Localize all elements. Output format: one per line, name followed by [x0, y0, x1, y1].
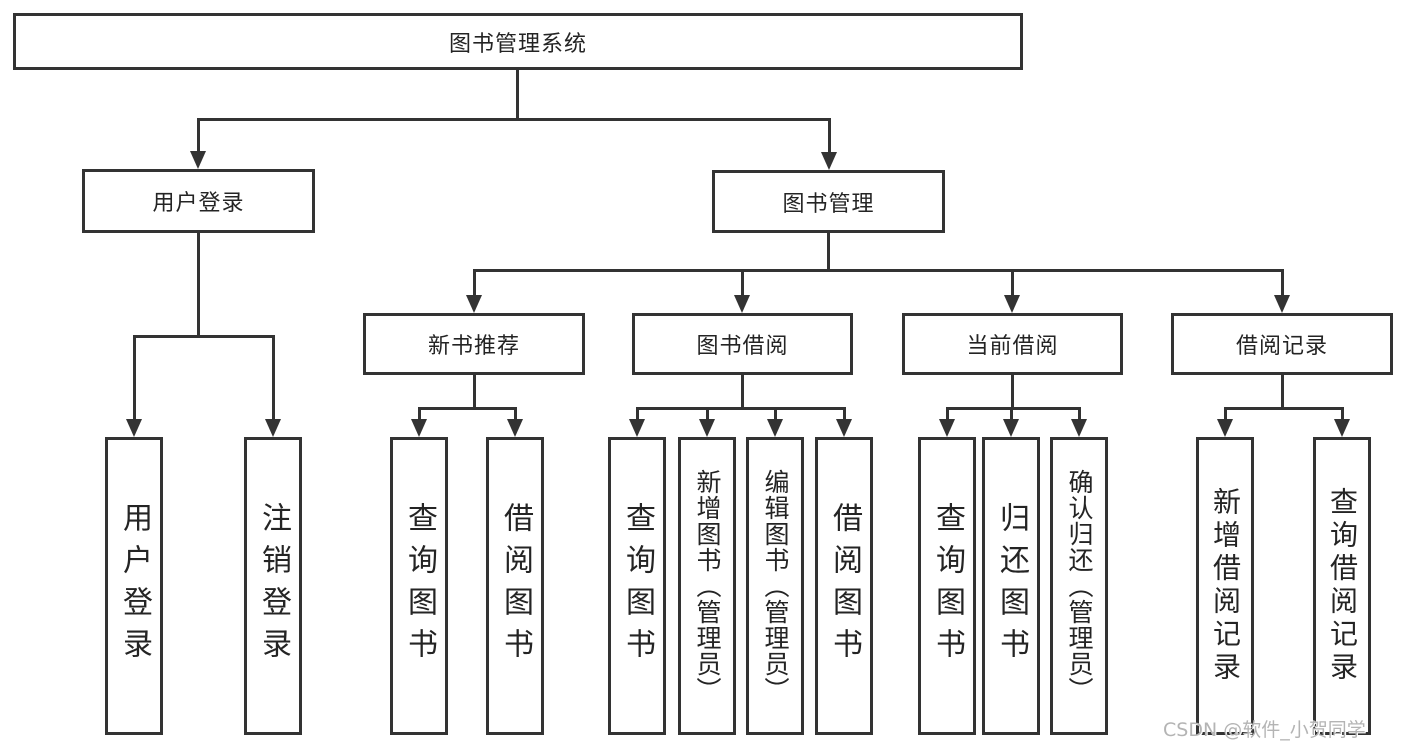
leaf-add-books-admin: 新增图书（管理员） [678, 437, 736, 735]
connector-line [197, 118, 200, 151]
connector-line [514, 407, 517, 419]
leaf-borrow-books: 借阅图书 [815, 437, 873, 735]
leaf-borrow-books-recommend: 借阅图书 [486, 437, 544, 735]
arrow-down-icon [767, 419, 783, 437]
arrow-down-icon [699, 419, 715, 437]
arrow-down-icon [507, 419, 523, 437]
connector-line [1011, 375, 1014, 409]
arrow-down-icon [821, 152, 837, 170]
connector-line [133, 335, 136, 419]
connector-line [473, 269, 476, 295]
node-book-management: 图书管理 [712, 170, 945, 233]
arrow-down-icon [190, 151, 206, 169]
connector-line [774, 407, 777, 419]
leaf-return-books: 归还图书 [982, 437, 1040, 735]
connector-line [946, 407, 1081, 410]
connector-line [197, 118, 831, 121]
connector-line [1078, 407, 1081, 419]
connector-line [133, 335, 275, 338]
leaf-user-login: 用户登录 [105, 437, 163, 735]
node-new-book-recommendation: 新书推荐 [363, 313, 585, 375]
connector-line [516, 70, 519, 118]
arrow-down-icon [1071, 419, 1087, 437]
leaf-query-books-current: 查询图书 [918, 437, 976, 735]
node-library-management-system: 图书管理系统 [13, 13, 1023, 70]
connector-line [473, 375, 476, 409]
arrow-down-icon [126, 419, 142, 437]
connector-line [197, 233, 200, 335]
connector-line [843, 407, 846, 419]
arrow-down-icon [734, 295, 750, 313]
connector-line [1341, 407, 1344, 419]
arrow-down-icon [1217, 419, 1233, 437]
leaf-logout: 注销登录 [244, 437, 302, 735]
leaf-add-borrow-record: 新增借阅记录 [1196, 437, 1254, 735]
leaf-query-borrow-record: 查询借阅记录 [1313, 437, 1371, 735]
connector-line [636, 407, 639, 419]
connector-line [741, 269, 744, 295]
leaf-query-books-recommend: 查询图书 [390, 437, 448, 735]
arrow-down-icon [1334, 419, 1350, 437]
connector-line [741, 375, 744, 409]
arrow-down-icon [265, 419, 281, 437]
connector-line [636, 407, 846, 410]
node-borrowing-records: 借阅记录 [1171, 313, 1393, 375]
arrow-down-icon [836, 419, 852, 437]
arrow-down-icon [1003, 419, 1019, 437]
connector-line [1011, 269, 1014, 295]
connector-line [473, 269, 1283, 272]
connector-line [946, 407, 949, 419]
arrow-down-icon [466, 295, 482, 313]
connector-line [1010, 407, 1013, 419]
connector-line [418, 407, 517, 410]
connector-line [1224, 407, 1227, 419]
leaf-query-books-borrowing: 查询图书 [608, 437, 666, 735]
connector-line [706, 407, 709, 419]
arrow-down-icon [629, 419, 645, 437]
node-book-borrowing: 图书借阅 [632, 313, 853, 375]
connector-line [827, 233, 830, 269]
arrow-down-icon [1274, 295, 1290, 313]
arrow-down-icon [411, 419, 427, 437]
arrow-down-icon [1004, 295, 1020, 313]
leaf-edit-books-admin: 编辑图书（管理员） [746, 437, 804, 735]
connector-line [1281, 269, 1284, 295]
connector-line [418, 407, 421, 419]
connector-line [1281, 375, 1284, 409]
node-current-borrowing: 当前借阅 [902, 313, 1123, 375]
connector-line [828, 118, 831, 152]
leaf-confirm-return-admin: 确认归还（管理员） [1050, 437, 1108, 735]
arrow-down-icon [939, 419, 955, 437]
csdn-watermark: CSDN @软件_小贺同学 [1163, 719, 1366, 741]
connector-line [272, 335, 275, 419]
node-user-login: 用户登录 [82, 169, 315, 233]
connector-line [1224, 407, 1344, 410]
